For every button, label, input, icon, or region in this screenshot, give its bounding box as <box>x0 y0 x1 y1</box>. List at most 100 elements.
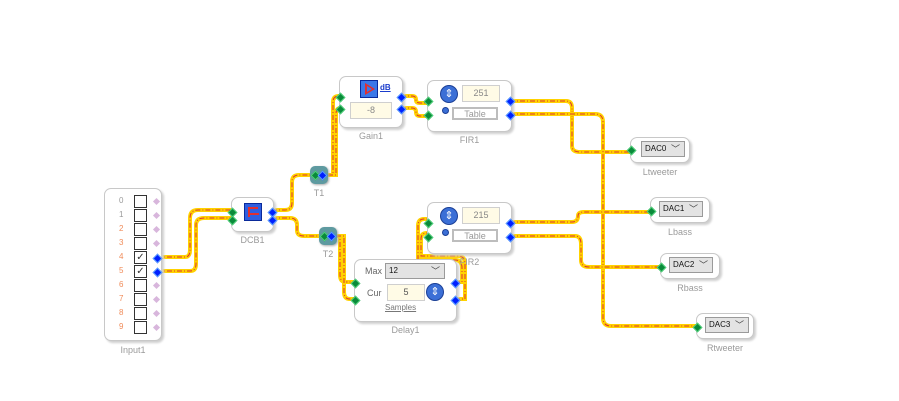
dc-block-icon <box>244 203 262 221</box>
channel-checkbox[interactable]: ✓ <box>134 251 147 264</box>
channel-checkbox[interactable] <box>134 209 147 222</box>
wire-fir2-to-rbass-core <box>510 235 660 268</box>
wire-input5-to-dcb1-core <box>157 217 231 272</box>
channel-out-pin[interactable] <box>152 309 161 318</box>
channel-out-pin[interactable] <box>152 267 163 278</box>
channel-out-pin[interactable] <box>152 323 161 332</box>
rbass-output-select[interactable]: DAC2 ﹀ <box>669 257 713 273</box>
channel-number: 4 <box>119 252 124 261</box>
wire-dcb1-to-t1-core <box>272 174 313 211</box>
rtweeter-output-select[interactable]: DAC3 ﹀ <box>705 317 749 333</box>
channel-number: 3 <box>119 238 124 247</box>
fir2-table-button[interactable]: Table <box>452 229 498 242</box>
delay1-label: Delay1 <box>391 325 420 335</box>
delay-samples-link[interactable]: Samples <box>385 303 417 312</box>
dcb1-label: DCB1 <box>240 235 265 245</box>
gain-unit-link[interactable]: dB <box>380 83 391 92</box>
gain-value-field[interactable]: -8 <box>350 102 392 119</box>
fir1-block[interactable]: ⇕ 251 Table <box>423 80 516 132</box>
gain1-label: Gain1 <box>358 131 384 141</box>
delay-cur-field[interactable]: 5 <box>387 284 425 301</box>
rtweeter-block[interactable]: DAC3 ﹀ <box>692 313 754 339</box>
wire-fir2-to-rbass[interactable] <box>510 234 660 269</box>
channel-checkbox[interactable] <box>134 237 147 250</box>
channel-checkbox[interactable]: ✓ <box>134 265 147 278</box>
wire-fir2-to-lbass[interactable] <box>510 210 650 224</box>
channel-number: 1 <box>119 210 124 219</box>
channel-checkbox[interactable] <box>134 195 147 208</box>
channel-number: 9 <box>119 322 124 331</box>
chevron-down-icon: ﹀ <box>688 204 698 214</box>
rtweeter-output-value: DAC3 <box>709 320 731 329</box>
wire-input4-to-dcb1-core <box>157 209 231 258</box>
rtweeter-label: Rtweeter <box>706 343 743 353</box>
input-channel-row: 2 <box>105 223 161 237</box>
channel-out-pin[interactable] <box>152 253 163 264</box>
lbass-output-select[interactable]: DAC1 ﹀ <box>659 201 703 217</box>
ltweeter-block[interactable]: DAC0 ﹀ <box>626 137 690 163</box>
wire-t2-to-delay-in2-core <box>336 235 354 300</box>
lbass-label: Lbass <box>667 227 693 237</box>
input-channel-row: 9 <box>105 321 161 335</box>
gain1-block[interactable]: dB -8 <box>335 76 407 128</box>
channel-checkbox[interactable] <box>134 307 147 320</box>
input-channel-row: 7 <box>105 293 161 307</box>
delay-cur-label: Cur <box>367 288 382 298</box>
channel-out-pin[interactable] <box>152 295 161 304</box>
rbass-label: Rbass <box>677 283 703 293</box>
fir2-updown-icon[interactable]: ⇕ <box>440 207 458 225</box>
fir2-label: FIR2 <box>459 257 480 267</box>
fir1-status-dot <box>442 107 449 114</box>
fir1-table-button[interactable]: Table <box>452 107 498 120</box>
input-channel-row: 8 <box>105 307 161 321</box>
delay-max-label: Max <box>365 266 383 276</box>
lbass-block[interactable]: DAC1 ﹀ <box>646 197 710 223</box>
wire-fir1-to-ltweeter-core <box>510 100 630 153</box>
channel-out-pin[interactable] <box>152 281 161 290</box>
channel-out-pin[interactable] <box>152 211 161 220</box>
rbass-block[interactable]: DAC2 ﹀ <box>656 253 720 279</box>
channel-number: 0 <box>119 196 124 205</box>
delay-max-select[interactable]: 12 ﹀ <box>385 263 445 279</box>
channel-out-pin[interactable] <box>152 239 161 248</box>
input1-label: Input1 <box>120 345 146 355</box>
delay-updown-icon[interactable]: ⇕ <box>426 283 444 301</box>
channel-out-pin[interactable] <box>152 225 161 234</box>
t1-out-pin[interactable] <box>317 170 328 181</box>
rbass-output-value: DAC2 <box>673 260 695 269</box>
t2-label: T2 <box>322 249 334 259</box>
channel-number: 7 <box>119 294 124 303</box>
fir2-block[interactable]: ⇕ 215 Table <box>423 202 516 254</box>
channel-checkbox[interactable] <box>134 293 147 306</box>
wire-dcb1-to-t2-core <box>272 217 322 237</box>
wire-fir1-to-rtweeter-core <box>510 113 696 327</box>
delay1-block[interactable]: Max 12 ﹀ Cur 5 ⇕ Samples <box>350 259 461 322</box>
wire-gain1-to-fir1-in2-core <box>401 107 428 117</box>
ltweeter-output-value: DAC0 <box>645 144 667 153</box>
amplifier-icon[interactable] <box>360 80 378 98</box>
channel-number: 8 <box>119 308 124 317</box>
fir2-taps-field[interactable]: 215 <box>462 207 500 224</box>
channel-checkbox[interactable] <box>134 321 147 334</box>
t1-block[interactable] <box>310 166 328 184</box>
input-channel-row: 0 <box>105 195 161 209</box>
channel-out-pin[interactable] <box>152 197 161 206</box>
dcb1-block[interactable] <box>227 197 278 232</box>
fir1-taps-field[interactable]: 251 <box>462 85 500 102</box>
t2-block[interactable] <box>319 227 337 245</box>
channel-number: 2 <box>119 224 124 233</box>
channel-number: 6 <box>119 280 124 289</box>
wire-input5-to-dcb1[interactable] <box>157 216 231 273</box>
chevron-down-icon: ﹀ <box>670 144 680 154</box>
input-channel-row: 4✓ <box>105 251 163 265</box>
t1-label: T1 <box>313 188 325 198</box>
ltweeter-output-select[interactable]: DAC0 ﹀ <box>641 141 685 157</box>
t2-out-pin[interactable] <box>326 231 337 242</box>
channel-number: 5 <box>119 266 124 275</box>
channel-checkbox[interactable] <box>134 279 147 292</box>
channel-checkbox[interactable] <box>134 223 147 236</box>
fir1-updown-icon[interactable]: ⇕ <box>440 85 458 103</box>
wire-fir1-to-ltweeter[interactable] <box>510 99 630 154</box>
input-channel-row: 5✓ <box>105 265 163 279</box>
